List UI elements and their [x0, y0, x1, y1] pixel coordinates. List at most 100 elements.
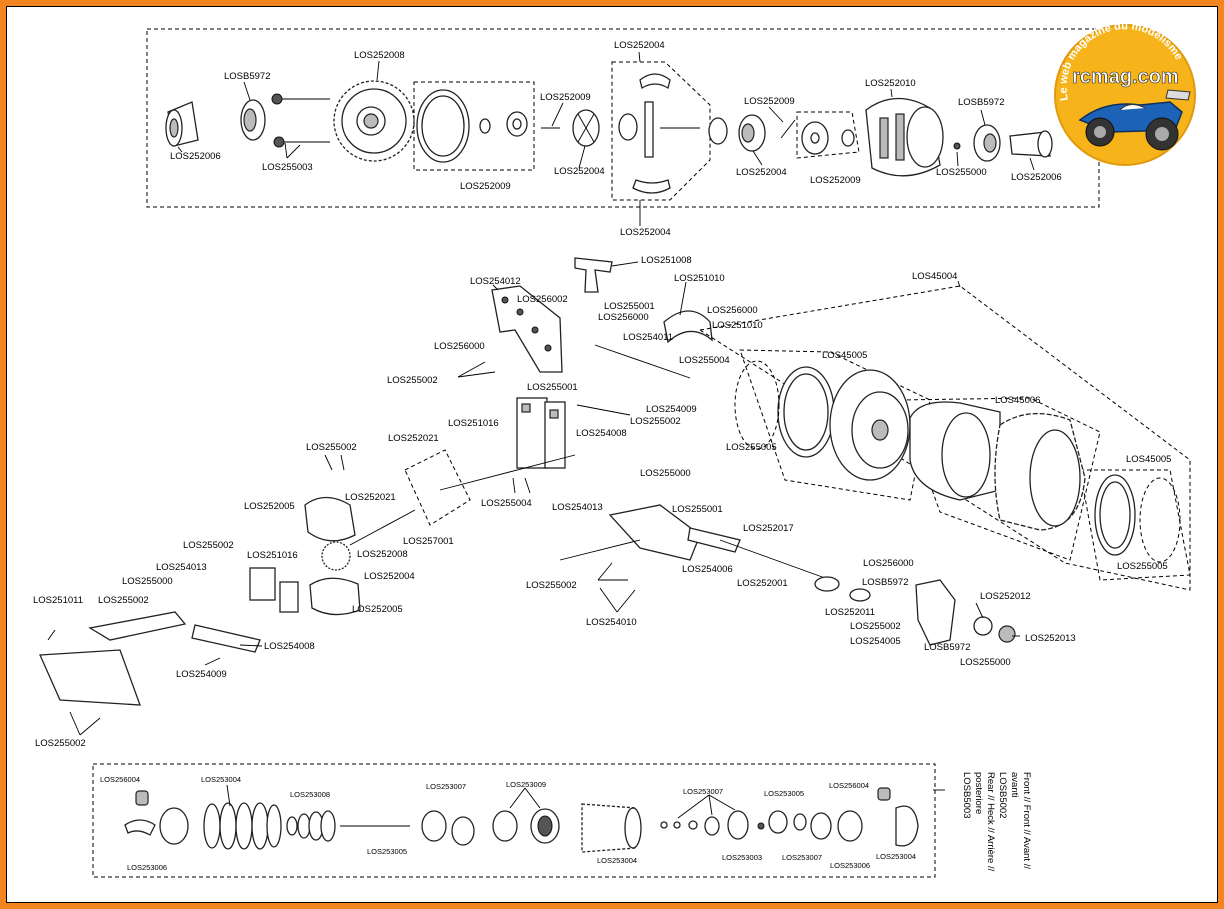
buggy-icon	[1078, 89, 1191, 151]
bearing-left-part	[240, 99, 266, 141]
label-mid-46: LOS254006	[682, 564, 733, 575]
label-mid-56: LOS252012	[980, 591, 1031, 602]
label-mid-18: LOS252021	[388, 433, 439, 444]
label-mid-45: LOS252017	[743, 523, 794, 534]
label-mid-17: LOS254008	[576, 428, 627, 439]
label-mid-10: LOS256000	[434, 341, 485, 352]
label-mid-05: LOS255001	[604, 301, 655, 312]
label-mid-15: LOS255002	[630, 416, 681, 427]
gasket2-part	[801, 121, 855, 155]
label-mid-38: LOS45006	[995, 395, 1040, 406]
note-line-4: Rear // Heck // Arrière //	[985, 772, 996, 872]
shaft-part	[349, 509, 416, 546]
label-bottom-08: LOS256004	[829, 781, 869, 790]
label-mid-31: LOS251011	[33, 595, 83, 606]
tire-insert-part	[909, 401, 1001, 501]
label-mid-58: LOS255000	[960, 657, 1011, 668]
label-mid-23: LOS257001	[403, 536, 454, 547]
label-top-11: LOS252009	[744, 96, 795, 107]
diff-dashed-box	[146, 28, 1100, 208]
bevel-gear-left-part	[572, 109, 600, 147]
ring-gear-part	[333, 80, 415, 162]
note-line-3: LOSB5002	[997, 772, 1008, 818]
label-bottom-14: LOS253006	[830, 861, 870, 870]
label-top-07: LOS252006	[170, 151, 221, 162]
label-bottom-03: LOS253008	[290, 790, 330, 799]
bearing-right-part	[973, 124, 1001, 162]
label-mid-49: LOS254010	[586, 617, 637, 628]
label-mid-19: LOS255002	[306, 442, 357, 453]
label-mid-39: LOS255005	[726, 442, 777, 453]
hub-carrier-part	[249, 567, 299, 613]
label-mid-32: LOS255002	[98, 595, 149, 606]
label-mid-28: LOS254013	[156, 562, 207, 573]
label-mid-03: LOS251010	[674, 273, 725, 284]
gearbox-housing-part	[304, 496, 361, 616]
gasket2-dashed-box	[796, 111, 860, 159]
label-top-09: LOS252009	[460, 181, 511, 192]
wheel-dashed-box	[698, 285, 1191, 591]
label-mid-29: LOS255000	[122, 576, 173, 587]
label-top-12: LOS252004	[736, 167, 787, 178]
label-mid-08: LOS251010	[712, 320, 763, 331]
label-mid-37: LOS45005	[822, 350, 867, 361]
rim-part	[777, 366, 911, 481]
label-top-13: LOS252009	[810, 175, 861, 186]
label-bottom-10: LOS253005	[367, 847, 407, 856]
beadlock-ring-part	[1094, 474, 1181, 563]
label-top-01: LOSB5972	[224, 71, 270, 82]
shock-group: LOS256004 LOS253004 LOS253008 LOS253007 …	[92, 763, 945, 878]
label-top-14: LOS255000	[936, 167, 987, 178]
label-mid-22: LOS255004	[481, 498, 532, 509]
label-mid-48: LOS252001	[737, 578, 788, 589]
label-mid-16: LOS251016	[448, 418, 499, 429]
label-mid-33: LOS254008	[264, 641, 315, 652]
outdrive-right-part	[1009, 130, 1053, 158]
label-mid-42: LOS255000	[640, 468, 691, 479]
body-mount-part	[574, 257, 613, 293]
label-top-08: LOS255003	[262, 162, 313, 173]
label-mid-54: LOS254005	[850, 636, 901, 647]
label-bottom-07: LOS253005	[764, 789, 804, 798]
diff-case-part	[865, 97, 944, 177]
label-mid-30: LOS252005	[352, 604, 403, 615]
notes-block: Front // Front // Avant // avanti LOSB50…	[961, 772, 1032, 872]
label-mid-25: LOS252008	[357, 549, 408, 560]
rear-hub-part	[915, 579, 1016, 646]
note-line-1: Front // Front // Avant //	[1021, 772, 1032, 869]
bevel-gear-right-part	[738, 114, 796, 152]
outdrive-left-part	[165, 101, 199, 147]
label-mid-41: LOS255005	[1117, 561, 1168, 572]
set-screw-part	[953, 142, 961, 150]
camber-link-part	[439, 454, 576, 491]
label-mid-14: LOS254009	[646, 404, 697, 415]
label-bottom-06: LOS253007	[683, 787, 723, 796]
label-bottom-13: LOS253007	[782, 853, 822, 862]
shock-body-part	[581, 803, 642, 853]
label-bottom-02: LOS253004	[201, 775, 241, 784]
label-mid-57: LOS252013	[1025, 633, 1076, 644]
label-bottom-09: LOS253006	[127, 863, 167, 872]
label-top-15: LOS252006	[1011, 172, 1062, 183]
label-mid-43: LOS254013	[552, 502, 603, 513]
label-mid-04: LOS256002	[517, 294, 568, 305]
spider-gears-part	[618, 73, 728, 194]
label-mid-07: LOS256000	[707, 305, 758, 316]
label-mid-53: LOS255002	[850, 621, 901, 632]
note-line-2: avanti	[1009, 772, 1020, 797]
label-mid-11: LOS255004	[679, 355, 730, 366]
label-mid-09: LOS254011	[623, 332, 673, 343]
label-top-02: LOS252008	[354, 50, 405, 61]
note-line-6: LOSB5003	[961, 772, 972, 818]
suspension-group: LOS251008 LOS254012 LOS251010 LOS256002 …	[33, 255, 1191, 749]
rcmag-logo: Le web magazine du modelisme rcmag.com	[1054, 20, 1196, 166]
label-mid-27: LOS252004	[364, 571, 415, 582]
boot-part	[286, 810, 336, 842]
label-mid-13: LOS255001	[527, 382, 578, 393]
spring-part	[203, 802, 282, 850]
label-mid-44: LOS255001	[672, 504, 723, 515]
label-mid-35: LOS255002	[35, 738, 86, 749]
label-mid-12: LOS255002	[387, 375, 438, 386]
